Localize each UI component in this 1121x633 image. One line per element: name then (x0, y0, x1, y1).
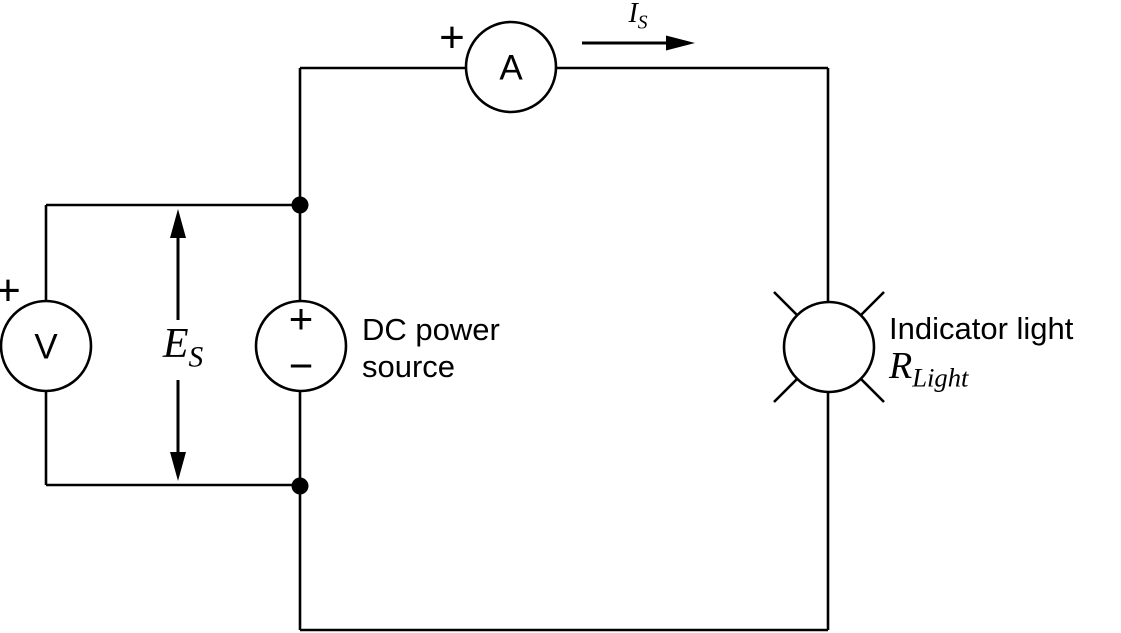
junction-dot-top (291, 196, 309, 214)
junction-dot-bottom (291, 477, 309, 495)
voltmeter-letter: V (34, 327, 58, 367)
lamp-ray-lower-left (773, 378, 798, 403)
dc-source-circle (254, 299, 348, 393)
voltage-arrow (170, 209, 186, 481)
voltage-label-sub: S (188, 341, 204, 374)
dc-source-label: DC power source (362, 311, 500, 385)
current-arrow (582, 35, 695, 51)
current-label-base: I (628, 0, 638, 29)
lamp-ray-lower-right (860, 378, 885, 403)
lamp-ray-upper-right (860, 291, 885, 316)
voltmeter-plus-sign: + (0, 266, 21, 315)
current-label: IS (628, 0, 647, 33)
dc-source-label-line1: DC power (362, 312, 500, 347)
current-label-sub: S (637, 12, 648, 34)
resistance-label-base: R (889, 345, 913, 387)
indicator-light-circle (782, 300, 876, 394)
dc-source-plus-sign: + (288, 295, 314, 342)
voltage-label-base: E (162, 321, 189, 367)
indicator-light-label: Indicator light (889, 311, 1074, 346)
resistance-label: RLight (889, 345, 968, 391)
voltage-arrow-head-bottom (170, 452, 186, 481)
voltage-arrow-head-top (170, 209, 186, 238)
resistance-label-sub: Light (912, 362, 969, 393)
voltage-label: ES (162, 321, 203, 372)
dc-source-minus-sign: − (288, 342, 314, 389)
voltmeter-circle (0, 299, 93, 393)
current-arrow-head (666, 35, 695, 51)
ammeter-circle (464, 20, 558, 114)
ammeter-plus-sign: + (439, 13, 465, 62)
lamp-ray-upper-left (773, 291, 798, 316)
dc-source-label-line2: source (362, 349, 456, 384)
ammeter-letter: A (499, 48, 523, 88)
